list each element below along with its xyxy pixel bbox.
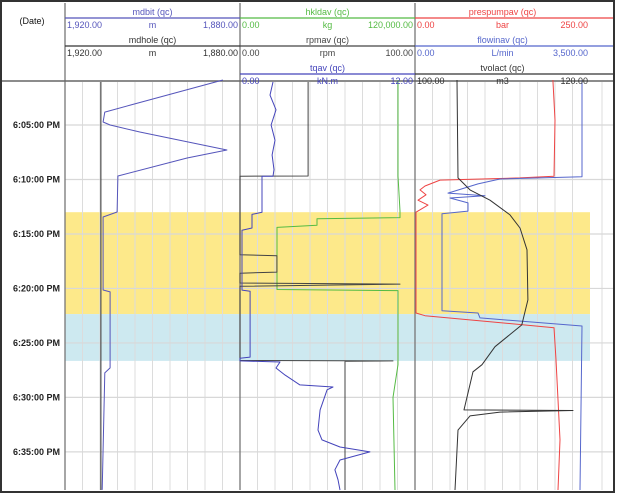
curve-min: 1,920.00 — [67, 20, 102, 30]
curve-prespumpav — [415, 79, 561, 491]
curve-unit: bar — [496, 20, 509, 30]
curve-min: 0.00 — [242, 76, 260, 86]
curve-min: 0.00 — [242, 48, 260, 58]
index-label: (Date) — [19, 16, 44, 26]
curve-min: 0.00 — [417, 48, 435, 58]
curve-name: mdhole (qc) — [129, 35, 177, 45]
time-tick-label: 6:10:00 PM — [13, 175, 60, 185]
time-tick-label: 6:35:00 PM — [13, 447, 60, 457]
curve-unit: m — [149, 20, 157, 30]
curve-name: rpmav (qc) — [306, 35, 349, 45]
curve-max: 250.00 — [560, 20, 588, 30]
curve-min: 0.00 — [242, 20, 260, 30]
curve-min: 100.00 — [417, 76, 445, 86]
curve-unit: kg — [323, 20, 333, 30]
curve-name: flowinav (qc) — [477, 35, 528, 45]
curve-max: 100.00 — [385, 48, 413, 58]
curve-max: 1,880.00 — [203, 48, 238, 58]
curve-max: 1,880.00 — [203, 20, 238, 30]
curve-max: 120,000.00 — [368, 20, 413, 30]
curve-unit: L/min — [491, 48, 513, 58]
curve-tqav — [239, 81, 371, 491]
curve-name: prespumpav (qc) — [469, 7, 537, 17]
curve-name: hkldav (qc) — [305, 7, 349, 17]
curve-mdbit — [101, 79, 228, 490]
time-tick-label: 6:15:00 PM — [13, 229, 60, 239]
curve-max: 3,500.00 — [553, 48, 588, 58]
curve-hkldav — [276, 80, 401, 491]
curve-name: tqav (qc) — [310, 63, 345, 73]
curve-unit: kN.m — [317, 76, 338, 86]
time-tick-label: 6:30:00 PM — [13, 392, 60, 402]
curve-name: mdbit (qc) — [132, 7, 172, 17]
curve-flowinav — [441, 80, 583, 491]
curve-unit: rpm — [320, 48, 336, 58]
curve-max: 12.00 — [390, 76, 413, 86]
curve-name: tvolact (qc) — [480, 63, 524, 73]
time-tick-label: 6:20:00 PM — [13, 283, 60, 293]
curve-unit: m — [149, 48, 157, 58]
curve-min: 1,920.00 — [67, 48, 102, 58]
curve-max: 120.00 — [560, 76, 588, 86]
curve-tvolact — [454, 79, 574, 491]
curve-rpmav — [239, 82, 401, 490]
curve-min: 0.00 — [417, 20, 435, 30]
time-tick-label: 6:25:00 PM — [13, 338, 60, 348]
curve-unit: m3 — [496, 76, 509, 86]
time-tick-label: 6:05:00 PM — [13, 120, 60, 130]
